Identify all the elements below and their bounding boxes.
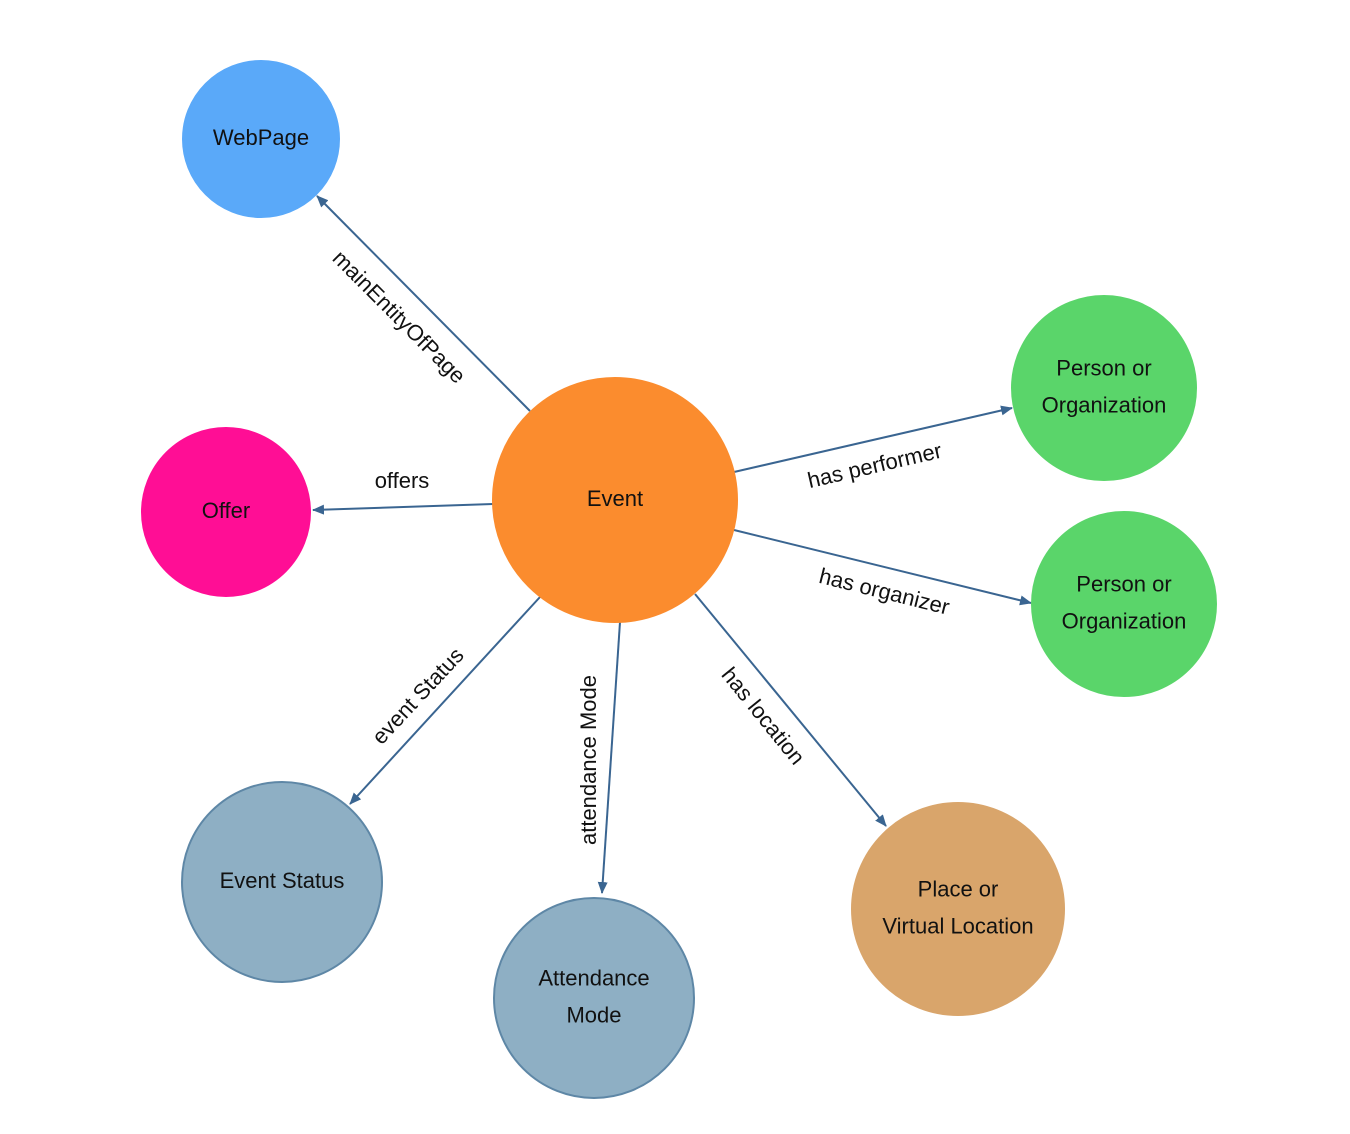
edge-arrow-webpage: [316, 195, 531, 412]
edge-arrow-location: [694, 593, 887, 827]
node-circle-attendance-mode: [493, 897, 695, 1099]
node-label-performer: Organization: [1042, 392, 1167, 417]
node-circle-organizer: [1031, 511, 1217, 697]
node-event: Event: [492, 377, 738, 623]
edge-label-performer: has performer: [805, 438, 944, 493]
edge-label-attendance-mode: attendance Mode: [576, 675, 601, 845]
node-label-organizer: Organization: [1062, 608, 1187, 633]
node-label-location: Virtual Location: [882, 913, 1033, 938]
edge-arrow-offer: [312, 503, 494, 515]
node-event-status: Event Status: [181, 781, 383, 983]
edge-label-event-status: event Status: [367, 643, 469, 750]
edge-organizer: has organizer: [733, 529, 1032, 620]
node-performer: Person or Organization: [1011, 295, 1197, 481]
node-label-organizer: Person or: [1076, 571, 1171, 596]
node-circle-webpage: [182, 60, 340, 218]
edge-label-offer: offers: [375, 468, 430, 493]
edge-arrow-attendance-mode: [597, 621, 621, 894]
edge-label-organizer: has organizer: [817, 563, 952, 620]
node-location: Place or Virtual Location: [851, 802, 1065, 1016]
edge-event-status: event Status: [349, 596, 541, 805]
edge-label-webpage: mainEntityOfPage: [328, 245, 471, 388]
edge-arrow-organizer: [733, 529, 1032, 606]
node-circle-event-status: [181, 781, 383, 983]
node-label-webpage: WebPage: [213, 125, 309, 150]
node-label-offer: Offer: [202, 498, 251, 523]
node-label-event-status: Event Status: [220, 868, 345, 893]
node-label-attendance-mode: Mode: [566, 1002, 621, 1027]
edge-webpage: mainEntityOfPage: [316, 195, 531, 412]
node-label-performer: Person or: [1056, 355, 1151, 380]
node-label-location: Place or: [918, 876, 999, 901]
node-webpage: WebPage: [182, 60, 340, 218]
edge-attendance-mode: attendance Mode: [576, 621, 621, 894]
edge-performer: has performer: [733, 405, 1013, 493]
node-label-event: Event: [587, 486, 643, 511]
edge-location: has location: [694, 593, 887, 827]
node-circle-event: [492, 377, 738, 623]
edge-arrow-performer: [733, 405, 1013, 473]
node-offer: Offer: [141, 427, 311, 597]
node-circle-location: [851, 802, 1065, 1016]
node-label-attendance-mode: Attendance: [538, 965, 649, 990]
edge-offer: offers: [312, 468, 494, 515]
node-organizer: Person or Organization: [1031, 511, 1217, 697]
node-circle-performer: [1011, 295, 1197, 481]
edge-arrow-event-status: [349, 596, 541, 805]
node-circle-offer: [141, 427, 311, 597]
